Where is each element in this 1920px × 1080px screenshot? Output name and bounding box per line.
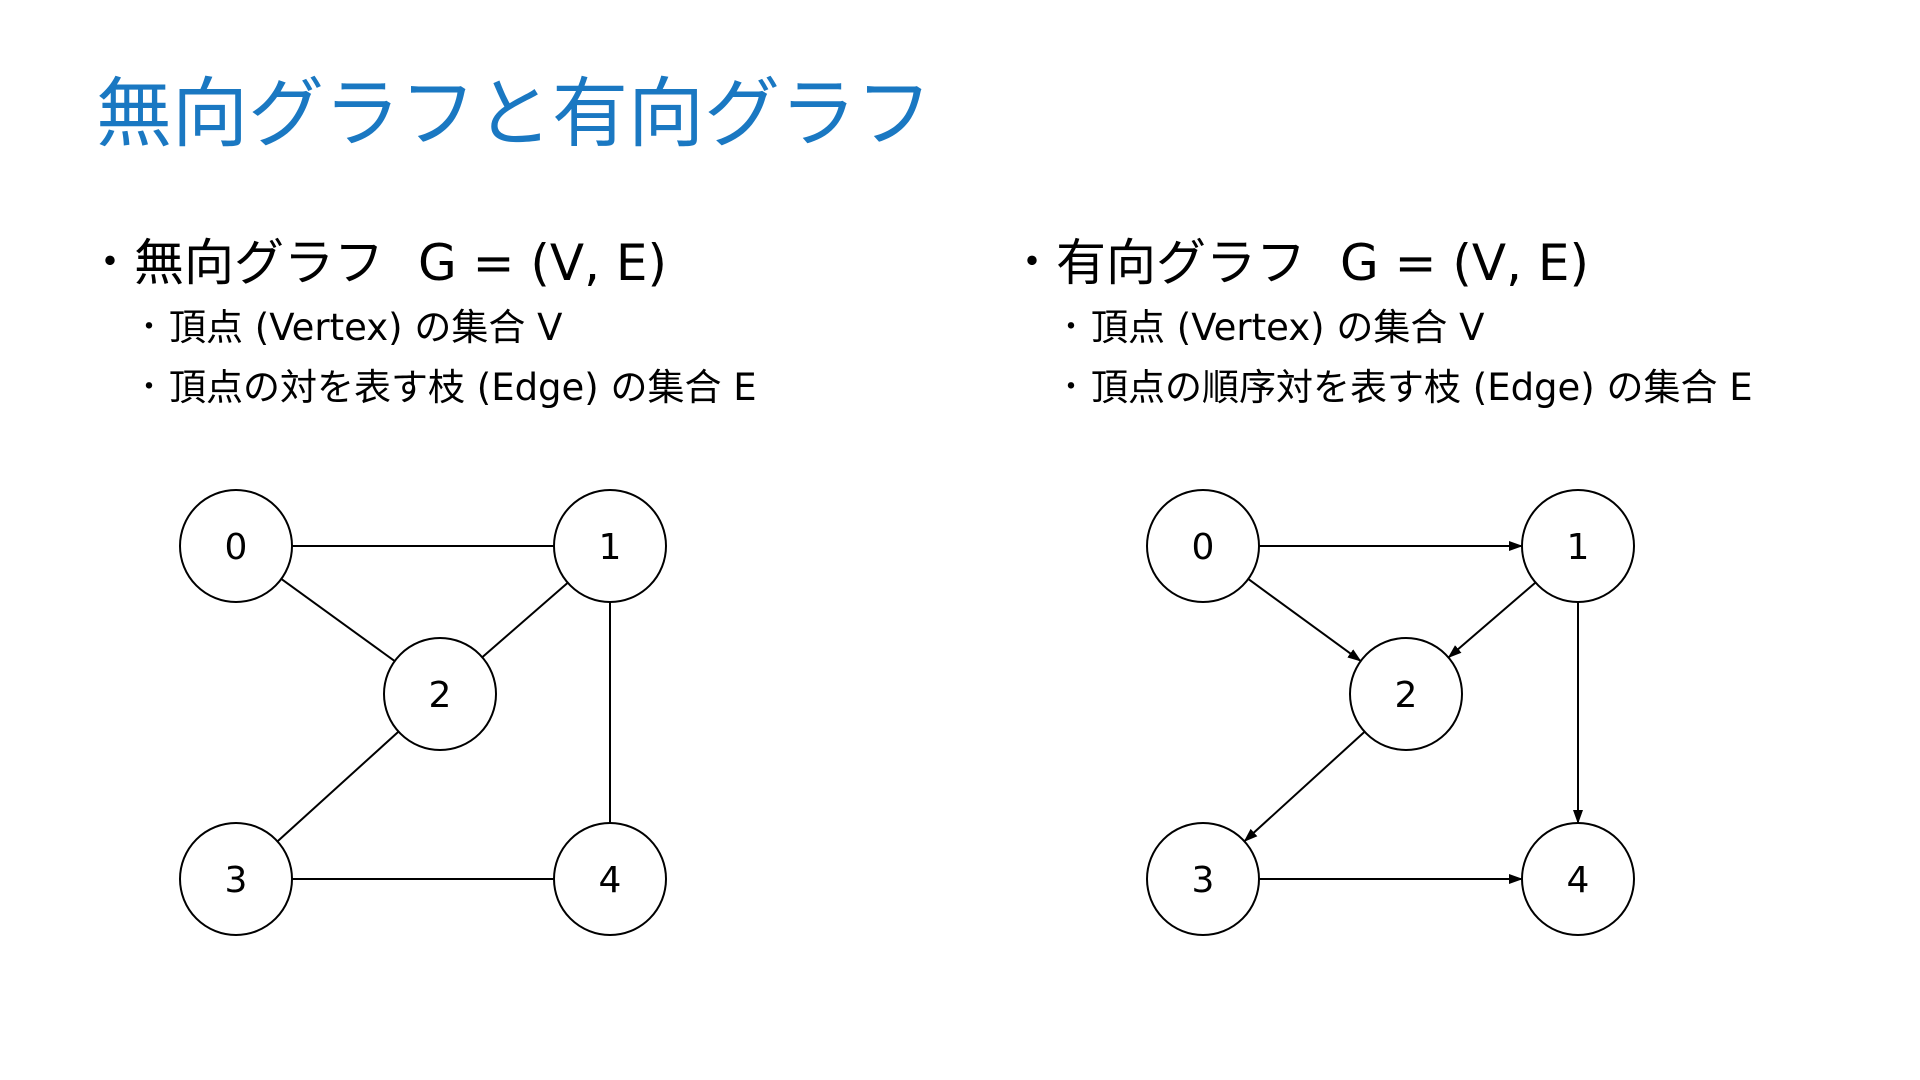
undirected-node-label-2: 2 <box>429 675 452 716</box>
bullet-dot: ・ <box>134 370 164 405</box>
undirected-edge-1-2 <box>481 582 569 658</box>
directed-bullet-edge-text: 頂点の順序対を表す枝 (Edge) の集合 E <box>1091 366 1753 409</box>
undirected-node-1 <box>553 489 667 603</box>
bullet-dot: ・ <box>1056 370 1086 405</box>
undirected-edge-2-3 <box>276 730 400 843</box>
undirected-formula: G = (V, E) <box>418 234 668 292</box>
undirected-bullet-edge-text: 頂点の対を表す枝 (Edge) の集合 E <box>169 366 757 409</box>
undirected-node-label-4: 4 <box>599 860 622 901</box>
directed-node-label-4: 4 <box>1567 860 1590 901</box>
directed-node-3 <box>1146 822 1260 936</box>
directed-edge-1-2 <box>1447 581 1537 659</box>
undirected-graph: 0 1 2 3 4 <box>179 489 667 936</box>
directed-node-0 <box>1146 489 1260 603</box>
undirected-bullet-vertex: ・ 頂点 (Vertex) の集合 V <box>134 298 988 358</box>
undirected-node-0 <box>179 489 293 603</box>
directed-edge-2-3 <box>1243 730 1366 843</box>
directed-node-4 <box>1521 822 1635 936</box>
directed-node-label-0: 0 <box>1192 527 1215 568</box>
directed-bullet-vertex: ・ 頂点 (Vertex) の集合 V <box>1056 298 1910 358</box>
undirected-section: ・ 無向グラフ G = (V, E) ・ 頂点 (Vertex) の集合 V ・… <box>88 228 988 418</box>
directed-node-label-1: 1 <box>1567 527 1590 568</box>
directed-heading-bullet: ・ 有向グラフ G = (V, E) <box>1010 228 1910 298</box>
undirected-bullet-vertex-text: 頂点 (Vertex) の集合 V <box>169 306 563 349</box>
directed-formula: G = (V, E) <box>1340 234 1590 292</box>
bullet-dot: ・ <box>1056 310 1086 345</box>
undirected-node-label-1: 1 <box>599 527 622 568</box>
directed-bullet-vertex-text: 頂点 (Vertex) の集合 V <box>1091 306 1485 349</box>
directed-section: ・ 有向グラフ G = (V, E) ・ 頂点 (Vertex) の集合 V ・… <box>1010 228 1910 418</box>
directed-node-1 <box>1521 489 1635 603</box>
directed-bullet-edge: ・ 頂点の順序対を表す枝 (Edge) の集合 E <box>1056 358 1910 418</box>
directed-node-label-3: 3 <box>1192 860 1215 901</box>
undirected-edge-0-2 <box>280 578 396 662</box>
directed-heading: 有向グラフ <box>1056 234 1306 292</box>
bullet-dot: ・ <box>134 310 164 345</box>
bullet-dot: ・ <box>88 237 132 288</box>
undirected-node-2 <box>383 637 497 751</box>
undirected-bullet-edge: ・ 頂点の対を表す枝 (Edge) の集合 E <box>134 358 988 418</box>
directed-graph: 0 1 2 3 4 <box>1146 489 1635 936</box>
slide-title: 無向グラフと有向グラフ <box>96 69 932 158</box>
undirected-node-label-0: 0 <box>225 527 248 568</box>
directed-node-2 <box>1349 637 1463 751</box>
directed-node-label-2: 2 <box>1395 675 1418 716</box>
undirected-node-3 <box>179 822 293 936</box>
undirected-heading: 無向グラフ <box>134 234 384 292</box>
undirected-node-4 <box>553 822 667 936</box>
directed-edge-0-2 <box>1247 578 1362 662</box>
undirected-node-label-3: 3 <box>225 860 248 901</box>
bullet-dot: ・ <box>1010 237 1054 288</box>
undirected-heading-bullet: ・ 無向グラフ G = (V, E) <box>88 228 988 298</box>
